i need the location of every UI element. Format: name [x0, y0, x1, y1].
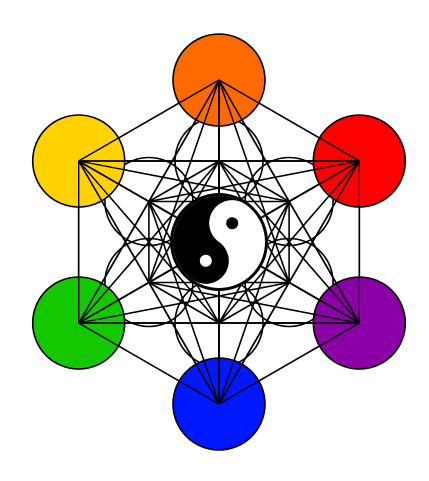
- yin-yang-light-dot: [200, 255, 212, 267]
- yin-yang-dark-dot: [226, 217, 238, 229]
- yin-yang-icon: [155, 178, 268, 293]
